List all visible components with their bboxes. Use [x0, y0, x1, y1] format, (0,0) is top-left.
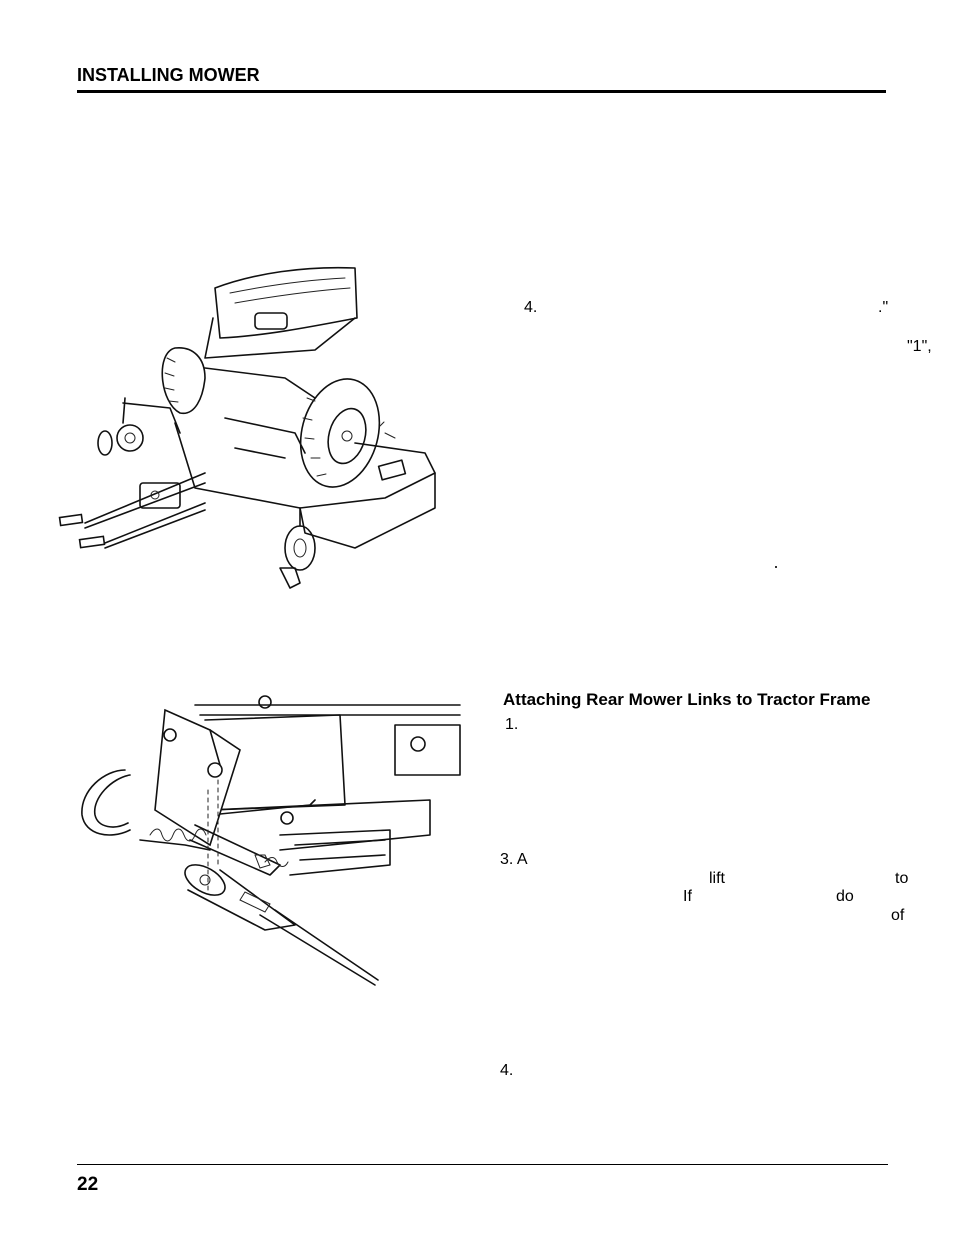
step-4-number: 4. [524, 299, 538, 316]
tractor-mower-figure [58, 266, 436, 589]
stray-mark [775, 566, 777, 568]
step-1-number: 1. [505, 716, 519, 733]
step-4-number-lower: 4. [500, 1062, 514, 1079]
number-fragment: "1", [907, 338, 932, 355]
section-heading: Attaching Rear Mower Links to Tractor Fr… [503, 690, 871, 709]
footer-divider [77, 1164, 888, 1165]
header-divider [77, 90, 886, 93]
word-if: If [683, 888, 692, 905]
word-do: do [836, 888, 854, 905]
word-to: to [895, 870, 909, 887]
page-number: 22 [77, 1174, 99, 1195]
rear-link-figure [81, 695, 461, 986]
word-of: of [891, 907, 905, 924]
page-title: INSTALLING MOWER [77, 65, 260, 85]
step-3-start: 3. A [500, 851, 528, 868]
quote-fragment: ." [878, 299, 889, 316]
word-lift: lift [709, 870, 725, 887]
